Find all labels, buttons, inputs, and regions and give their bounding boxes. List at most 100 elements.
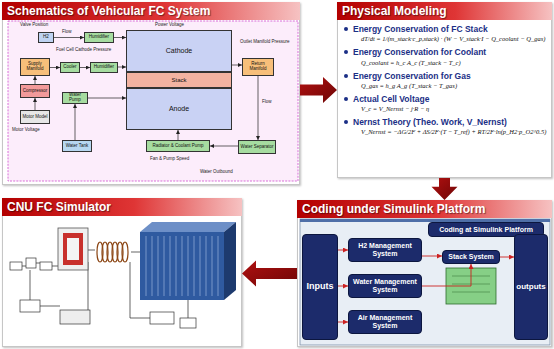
simulink-window [300, 219, 550, 345]
signal-line [338, 322, 348, 323]
simulink-block [10, 262, 22, 270]
simulink-block [40, 262, 52, 270]
simulink-block [26, 258, 36, 268]
flow-line [50, 67, 60, 68]
box-label: Cooler [63, 65, 76, 70]
bullet-heading: Energy Conservation for Gas [353, 71, 548, 81]
system-block: Air Management System [348, 310, 422, 334]
box-label: H2 [43, 35, 49, 40]
process-box: Return Manifold [242, 58, 274, 76]
schematic-frame [8, 21, 298, 181]
flow-line [178, 130, 179, 140]
process-box: Stack [126, 72, 232, 88]
signal-line [338, 250, 348, 251]
box-label: Water Pump [64, 93, 86, 103]
panel: CNU FC Simulator [2, 198, 242, 347]
flow-line [75, 104, 76, 140]
signal-label: Valve Position [20, 23, 48, 28]
box-label: Motor Model [22, 115, 47, 120]
tank-icon [67, 238, 79, 260]
flow-line [88, 98, 126, 99]
box-label: Air Management System [351, 314, 419, 329]
signal-label: Outlet Manifold Pressure [240, 40, 294, 45]
bullet-dot [344, 27, 348, 31]
box-label: Stack System [448, 253, 494, 261]
panel: Physical ModelingEnergy Conservation of … [337, 2, 552, 178]
system-block: H2 Management System [348, 238, 422, 262]
box-label: Humidifier [94, 65, 114, 70]
panel-title: CNU FC Simulator [2, 198, 242, 216]
box-label: Cathode [166, 47, 192, 55]
equation: V_Nernst = −ΔG/2F + ΔS/2F·(T − T_ref) + … [361, 128, 548, 136]
block-arrow [432, 178, 458, 200]
bullet-heading: Nernst Theory (Theo. Work, V_Nernst) [353, 117, 548, 127]
flow-line [258, 76, 259, 140]
process-box: Anode [126, 88, 232, 130]
simulink-block [60, 310, 90, 324]
fc-stack-picture [224, 222, 236, 300]
simulink-block [20, 300, 40, 312]
process-box: Water Pump [62, 92, 88, 104]
box-label: Stack [171, 77, 186, 84]
box-label: Coding at Simulink Platform [439, 226, 533, 234]
block-arrow [300, 77, 337, 103]
tank-icon [63, 233, 83, 265]
box-label: Compressor [23, 89, 48, 94]
process-box: Cooler [60, 62, 80, 73]
process-box: Radiator & Coolant Pump [146, 140, 210, 152]
signal-label: Flow [62, 30, 72, 35]
box-label: Return Manifold [244, 62, 272, 72]
signal-line [500, 257, 514, 258]
box-label: Radiator & Coolant Pump [152, 144, 203, 149]
bullet-heading: Actual Cell Voltage [353, 94, 548, 104]
bullet-dot [344, 50, 348, 54]
box-label: Water Management System [351, 278, 419, 293]
box-label: outputs [516, 283, 545, 292]
equation: dT/dt = 1/(m_stack·c_p,stack) · (W − V_s… [361, 35, 548, 43]
tank-icon [58, 228, 88, 270]
simulink-block [150, 312, 174, 324]
coil-icon [97, 242, 128, 262]
process-box: Cathode [126, 30, 232, 72]
panel-title: Schematics of Vehicular FC System [2, 2, 300, 20]
simulink-block [180, 318, 196, 328]
bullet-heading: Energy Conservation for Coolant [353, 47, 548, 57]
system-block: outputs [514, 234, 548, 340]
process-box: Motor Model [20, 110, 50, 124]
signal-label: Power Voltage [155, 23, 184, 28]
system-block: Stack System [442, 250, 500, 264]
process-box: Water Tank [62, 140, 92, 152]
bullet-dot [344, 97, 348, 101]
flow-line [35, 76, 36, 84]
box-label: Water Tank [66, 144, 89, 149]
panel-title: Coding under Simulink Platform [297, 200, 552, 218]
fc-stack-picture [140, 222, 236, 232]
box-label: Water Separator [241, 145, 274, 150]
process-box: Compressor [20, 84, 50, 98]
system-block: Inputs [302, 234, 338, 340]
process-box: Humidifier [84, 32, 114, 43]
signal-label: Fan & Pump Speed [150, 157, 189, 162]
equation: Q_coolant = h_c A_c (T_stack − T_c) [361, 59, 548, 67]
process-box: Water Separator [238, 140, 276, 154]
bullet-heading: Energy Conservation of FC Stack [353, 24, 548, 34]
flow-line [210, 146, 238, 147]
flow-line [232, 65, 242, 66]
signal-label: Water Outbound [200, 170, 233, 175]
flow-line [54, 37, 84, 38]
box-label: Inputs [307, 282, 334, 292]
process-box: Humidifier [90, 62, 118, 73]
bullet-dot [344, 120, 348, 124]
fc-stack-picture [146, 236, 218, 296]
window-frame [300, 219, 550, 345]
flow-line [80, 67, 90, 68]
box-label: Humidifier [89, 35, 109, 40]
block-arrow [242, 261, 297, 287]
equation: V_c = V_Nernst − j·R − η [361, 105, 548, 113]
signal-line [422, 264, 471, 286]
box-label: Anode [169, 105, 189, 113]
flow-line [114, 37, 126, 38]
signal-label: Motor Voltage [12, 128, 40, 133]
system-block: Water Management System [348, 274, 422, 298]
process-box: H2 [38, 32, 54, 43]
